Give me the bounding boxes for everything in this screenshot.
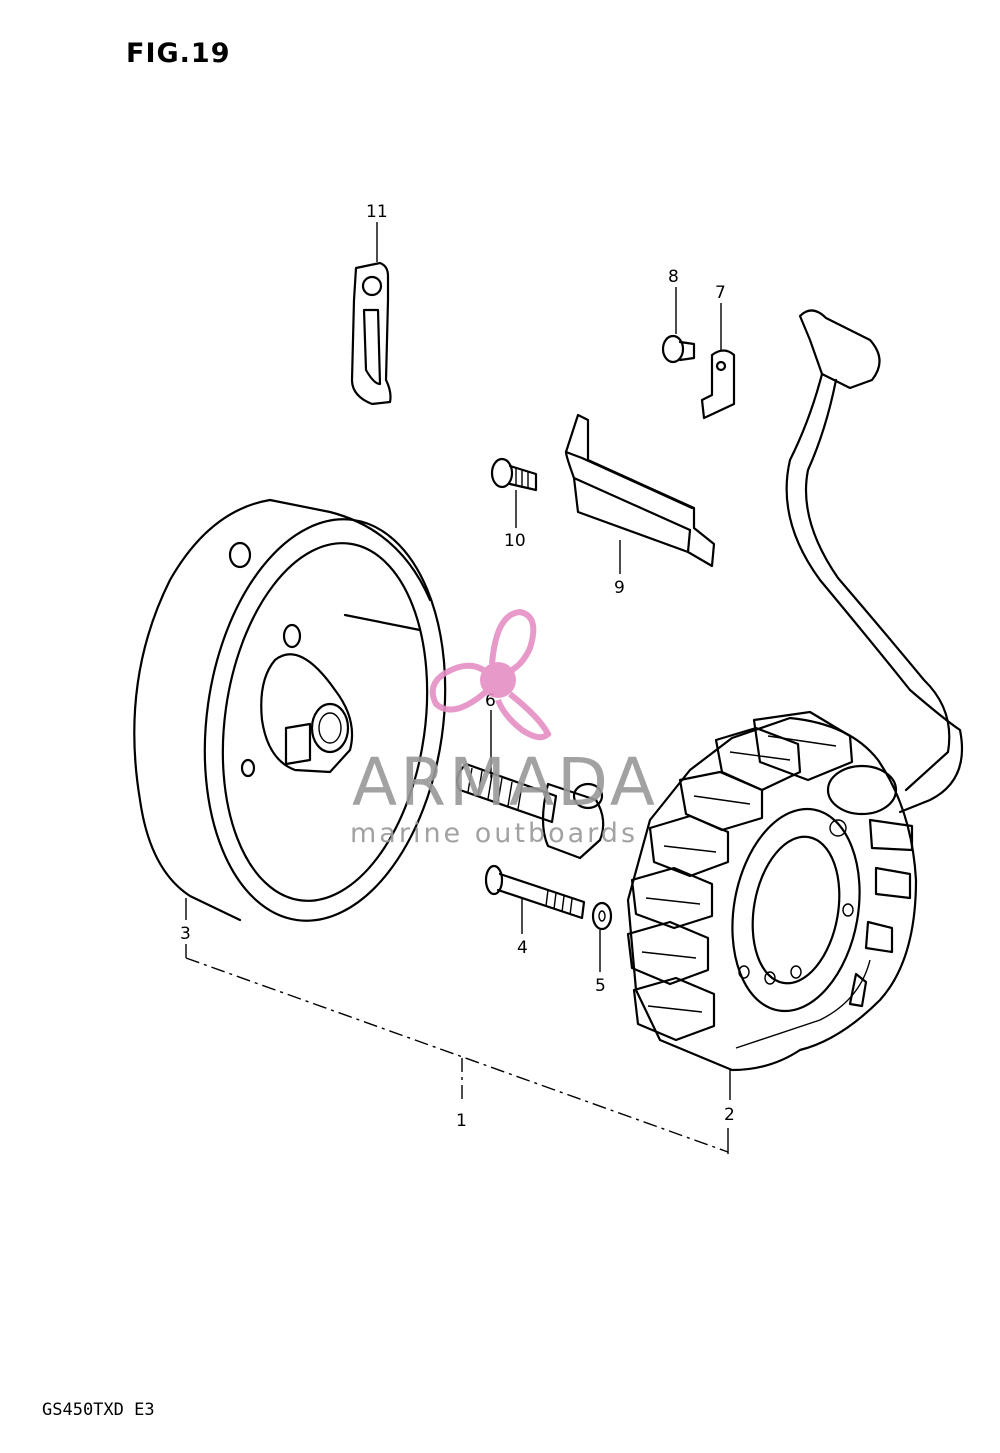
part-label-3: 3 (180, 924, 191, 944)
part-label-6: 6 (485, 691, 496, 711)
part-label-4: 4 (517, 938, 528, 958)
rotor-bolt-part (455, 762, 605, 860)
screw-part (490, 457, 538, 492)
part-label-5: 5 (595, 976, 606, 996)
part-label-10: 10 (504, 531, 526, 551)
figure-title: FIG.19 (126, 38, 231, 69)
screw-small-part (661, 334, 696, 364)
part-labels: 1 2 3 4 5 6 7 8 9 10 11 (180, 202, 735, 1131)
model-code: GS450TXD E3 (42, 1400, 155, 1420)
part-label-11: 11 (366, 202, 388, 222)
stator-coil-part (626, 309, 964, 1072)
washer-part (591, 901, 613, 931)
stator-screw-part (484, 864, 586, 920)
assembly-bracket (185, 944, 729, 1154)
rotor-flywheel-part (133, 498, 447, 922)
small-bracket-part (700, 349, 736, 420)
part-label-9: 9 (614, 578, 625, 598)
cover-plate-part (564, 413, 716, 568)
watermark-brand: ARMADA (352, 744, 658, 821)
propeller-logo-icon (429, 608, 552, 741)
leader-lines (185, 222, 731, 1100)
clamp-strip-part (350, 261, 392, 406)
part-label-8: 8 (668, 267, 679, 287)
watermark-tagline: marine outboards (350, 818, 638, 849)
part-label-7: 7 (715, 283, 726, 303)
part-label-2: 2 (724, 1105, 735, 1125)
watermark: ARMADA marine outboards (350, 608, 658, 849)
part-label-1: 1 (456, 1111, 467, 1131)
